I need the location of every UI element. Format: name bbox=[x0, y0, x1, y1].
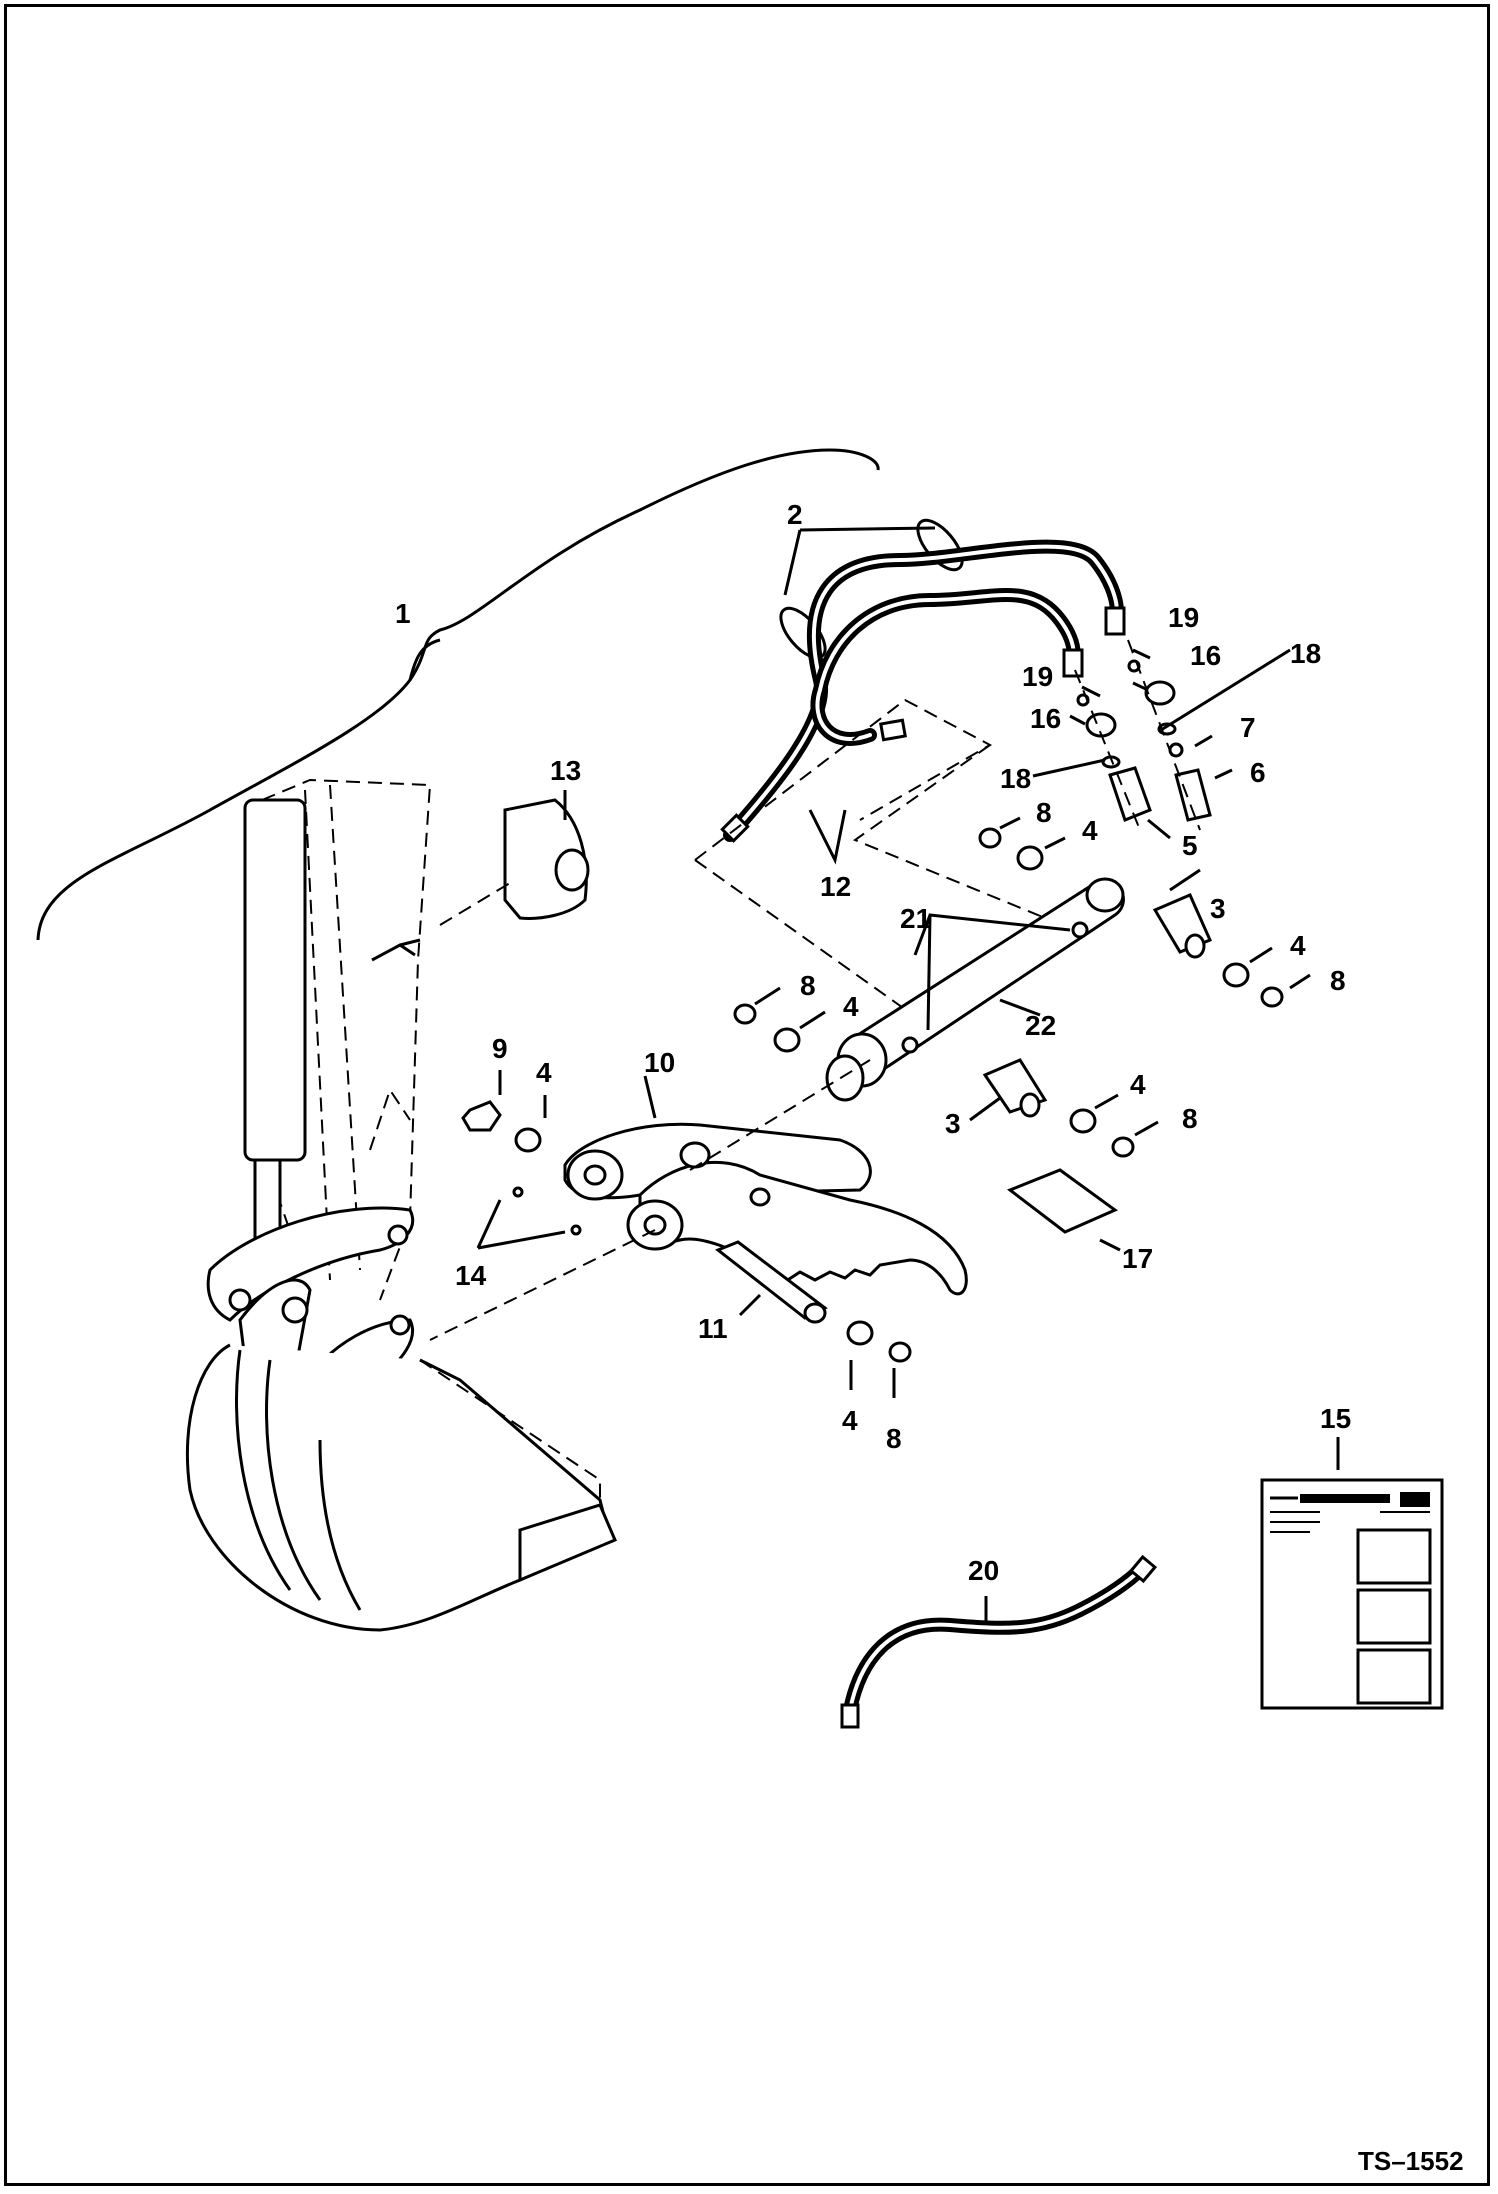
callout-3-lower: 3 bbox=[945, 1108, 961, 1139]
bucket-cylinder bbox=[243, 798, 307, 1282]
callout-4-b: 4 bbox=[1290, 930, 1306, 961]
callout-9: 9 bbox=[492, 1033, 508, 1064]
callout-16-a: 16 bbox=[1190, 640, 1221, 671]
callout-4-d: 4 bbox=[1130, 1069, 1146, 1100]
thumb-10 bbox=[429, 1059, 968, 1341]
callout-4-c: 4 bbox=[843, 991, 859, 1022]
callout-20: 20 bbox=[968, 1555, 999, 1586]
callout-4-a: 4 bbox=[1082, 815, 1098, 846]
callout-8-b: 8 bbox=[1330, 965, 1346, 996]
manual-15 bbox=[1260, 1437, 1444, 1710]
callout-10: 10 bbox=[644, 1047, 675, 1078]
callout-5: 5 bbox=[1182, 830, 1198, 861]
callout-19-a: 19 bbox=[1168, 602, 1199, 633]
callout-15: 15 bbox=[1320, 1403, 1351, 1434]
callout-12: 12 bbox=[820, 871, 851, 902]
callout-21: 21 bbox=[900, 903, 931, 934]
drawing-frame bbox=[4, 4, 1490, 2186]
callout-8-c: 8 bbox=[800, 970, 816, 1001]
washers bbox=[514, 816, 1311, 1398]
callout-6: 6 bbox=[1250, 757, 1266, 788]
callout-18-a: 18 bbox=[1290, 638, 1321, 669]
callout-7: 7 bbox=[1240, 712, 1256, 743]
callout-18-b: 18 bbox=[1000, 763, 1031, 794]
callout-13: 13 bbox=[550, 755, 581, 786]
callout-1: 1 bbox=[395, 598, 411, 629]
assembly-bracket bbox=[36, 448, 880, 941]
callout-17: 17 bbox=[1122, 1243, 1153, 1274]
callout-11: 11 bbox=[698, 1313, 728, 1344]
callout-8-e: 8 bbox=[886, 1423, 902, 1454]
callout-8-a: 8 bbox=[1036, 797, 1052, 828]
grease-fittings-14 bbox=[476, 1186, 582, 1250]
callout-19-b: 19 bbox=[1022, 661, 1053, 692]
pin-11 bbox=[715, 1240, 828, 1324]
nut-9 bbox=[461, 1070, 502, 1132]
callout-2: 2 bbox=[787, 499, 803, 530]
bucket bbox=[185, 1343, 617, 1632]
callout-16-b: 16 bbox=[1030, 703, 1061, 734]
callout-4-e: 4 bbox=[536, 1057, 552, 1088]
pins-3 bbox=[969, 868, 1213, 1122]
callout-4-f: 4 bbox=[842, 1405, 858, 1436]
thumb-cylinder-22 bbox=[825, 877, 1125, 1102]
pin-keeper-13 bbox=[371, 790, 590, 962]
decal-17 bbox=[1006, 1168, 1121, 1252]
hose-20 bbox=[840, 1554, 1158, 1729]
callout-3-upper: 3 bbox=[1210, 893, 1226, 924]
hose-clamps-2 bbox=[779, 518, 964, 660]
callout-8-d: 8 bbox=[1182, 1103, 1198, 1134]
callout-14: 14 bbox=[455, 1260, 487, 1291]
callout-22: 22 bbox=[1025, 1010, 1056, 1041]
assembly-bracket-tick bbox=[408, 638, 441, 681]
drawing-code: TS–1552 bbox=[1358, 2146, 1464, 2176]
hydraulic-hoses-12 bbox=[694, 539, 1126, 1021]
fittings-stack bbox=[1032, 639, 1291, 840]
